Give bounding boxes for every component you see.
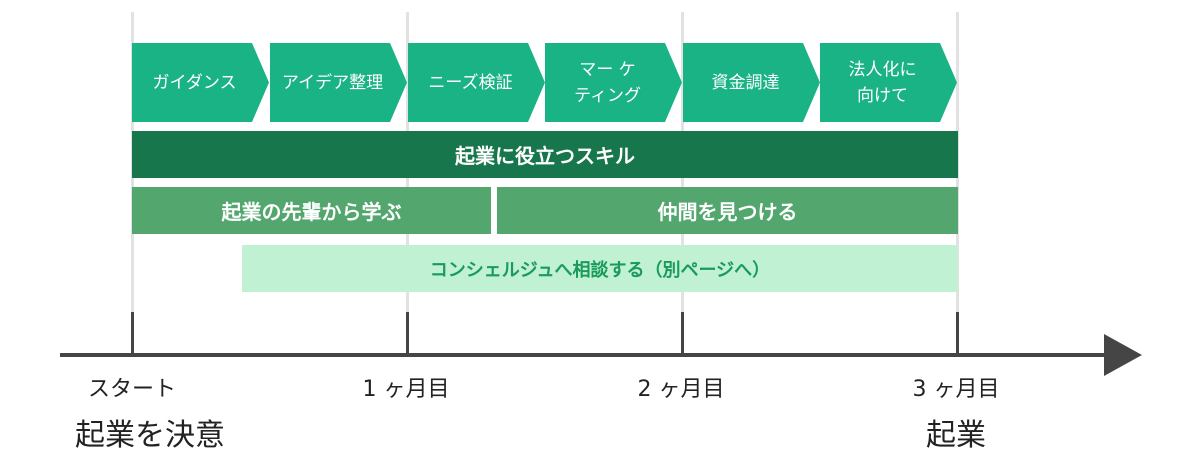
arrow-right-icon	[1104, 334, 1142, 376]
tick-month1	[406, 312, 409, 356]
step-funding[interactable]: 資金調達	[683, 43, 820, 122]
tick-start	[131, 312, 134, 356]
skills-bar[interactable]: 起業に役立つスキル	[132, 131, 958, 178]
step-incorporation[interactable]: 法人化に 向けて	[820, 43, 957, 122]
step-needs[interactable]: ニーズ検証	[408, 43, 545, 122]
tick-month3	[956, 312, 959, 356]
concierge-bar[interactable]: コンシェルジュへ相談する（別ページへ）	[242, 245, 958, 292]
month3-label: 3 ヶ月目	[912, 377, 1000, 402]
tick-month2	[681, 312, 684, 356]
start-label: スタート	[87, 377, 176, 402]
end-caption: 起業	[926, 418, 986, 453]
peers-bar[interactable]: 仲間を見つける	[497, 187, 958, 234]
month2-label: 2 ヶ月目	[637, 377, 725, 402]
step-marketing[interactable]: マー ケ ティング	[545, 43, 682, 122]
seniors-bar[interactable]: 起業の先輩から学ぶ	[132, 187, 491, 234]
step-idea[interactable]: アイデア整理	[270, 43, 407, 122]
step-guidance[interactable]: ガイダンス	[132, 43, 269, 122]
month1-label: 1 ヶ月目	[362, 377, 450, 402]
start-caption: 起業を決意	[75, 418, 225, 453]
timeline-axis	[60, 353, 1110, 357]
